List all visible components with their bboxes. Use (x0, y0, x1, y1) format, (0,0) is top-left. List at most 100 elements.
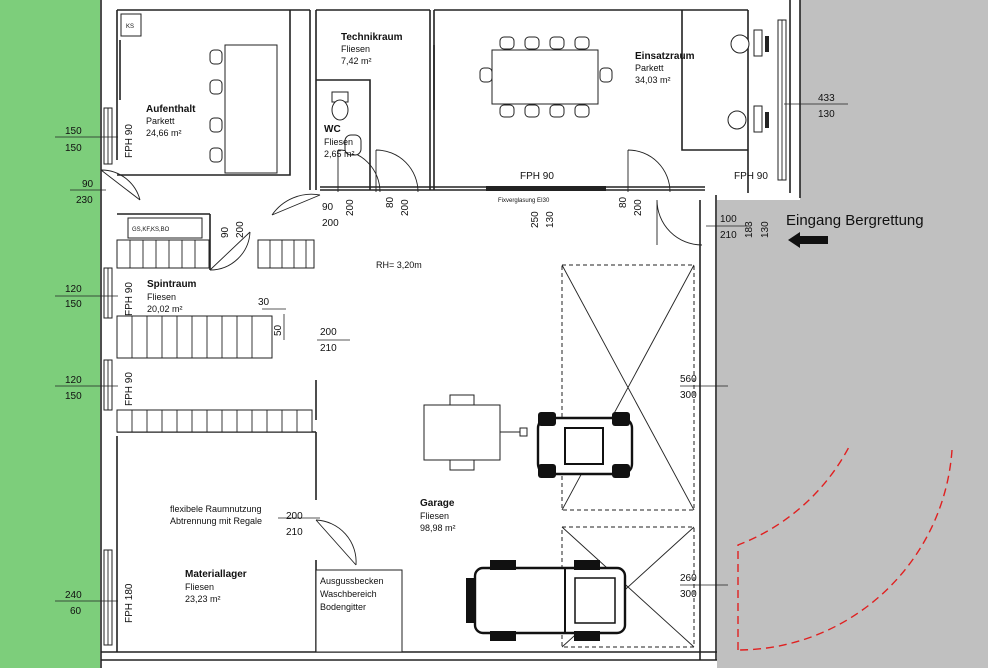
arrow-left-icon (788, 232, 828, 248)
svg-text:Fliesen: Fliesen (185, 582, 214, 592)
wc-fixtures (331, 91, 362, 156)
stair-upper-left (116, 239, 210, 269)
room-label-spintraum: Spintraum Fliesen 20,02 m² (147, 279, 197, 314)
room-label-technikraum: Technikraum Fliesen 7,42 m² (341, 32, 403, 66)
svg-text:7,42 m²: 7,42 m² (341, 56, 372, 66)
svg-text:183: 183 (744, 221, 755, 238)
window-left-4 (103, 549, 113, 646)
svg-text:Materiallager: Materiallager (185, 569, 247, 580)
room-label-wc: WC Fliesen 2,65 m² (324, 124, 355, 159)
flex-use-label-1: flexibele Raumnutzung (170, 504, 262, 514)
einsatzraum-table (479, 36, 613, 118)
fph-label-5: FPH 90 (520, 171, 554, 182)
svg-text:210: 210 (720, 230, 737, 241)
svg-text:90: 90 (82, 179, 94, 190)
svg-text:150: 150 (65, 126, 82, 137)
svg-text:Einsatzraum: Einsatzraum (635, 51, 695, 62)
ks-box (120, 13, 142, 37)
svg-text:150: 150 (65, 391, 82, 402)
svg-text:80: 80 (385, 196, 396, 208)
fph-label-3: FPH 90 (124, 372, 135, 406)
doors (100, 40, 703, 566)
svg-text:90: 90 (322, 202, 334, 213)
room-label-materiallager: Materiallager Fliesen 23,23 m² (185, 569, 247, 604)
ks-label: KS (126, 24, 134, 30)
fixed-glazing-label: Fixverglasung EI30 (498, 198, 550, 204)
svg-text:Fliesen: Fliesen (147, 292, 176, 302)
svg-text:200: 200 (345, 199, 356, 216)
stair-upper-right (257, 239, 315, 269)
entrance-swing-arc (737, 444, 953, 651)
svg-text:200: 200 (286, 511, 303, 522)
svg-text:WC: WC (324, 124, 341, 135)
svg-text:Fliesen: Fliesen (341, 44, 370, 54)
svg-text:90: 90 (220, 226, 231, 238)
sink-box (315, 569, 403, 653)
locker-box (127, 217, 203, 239)
svg-text:150: 150 (65, 143, 82, 154)
svg-text:100: 100 (720, 214, 737, 225)
fixed-glazing (486, 186, 606, 191)
room-label-einsatzraum: Einsatzraum Parkett 34,03 m² (635, 51, 695, 85)
svg-text:34,03 m²: 34,03 m² (635, 75, 671, 85)
door-dims-vertical: 90 200 200 80 200 250 130 80 200 183 130… (220, 196, 771, 336)
svg-text:130: 130 (818, 109, 835, 120)
aufenthalt-table (209, 44, 278, 174)
atv-trailer (423, 394, 528, 471)
svg-text:200: 200 (633, 199, 644, 216)
svg-text:230: 230 (76, 195, 93, 206)
svg-text:300: 300 (680, 589, 697, 600)
exterior-paving-lower (716, 185, 800, 668)
exterior-paving (800, 0, 988, 668)
svg-text:120: 120 (65, 284, 82, 295)
svg-text:Fliesen: Fliesen (420, 511, 449, 521)
garden-area (0, 0, 100, 668)
stair-middle (116, 315, 273, 359)
svg-text:130: 130 (545, 211, 556, 228)
svg-text:2,65 m²: 2,65 m² (324, 149, 355, 159)
svg-text:Aufenthalt: Aufenthalt (146, 104, 196, 115)
svg-text:Technikraum: Technikraum (341, 32, 403, 43)
svg-text:560: 560 (680, 374, 697, 385)
svg-text:23,23 m²: 23,23 m² (185, 594, 221, 604)
svg-text:200: 200 (400, 199, 411, 216)
svg-text:Garage: Garage (420, 498, 455, 509)
window-left-1 (103, 107, 113, 165)
svg-text:50: 50 (273, 324, 284, 336)
svg-text:200: 200 (235, 221, 246, 238)
desk-chairs (727, 29, 769, 133)
svg-text:433: 433 (818, 93, 835, 104)
svg-text:80: 80 (618, 196, 629, 208)
svg-text:20,02 m²: 20,02 m² (147, 304, 183, 314)
dimension-lines (55, 103, 848, 602)
atv-vehicle (536, 412, 634, 478)
svg-text:30: 30 (258, 297, 270, 308)
window-left-3 (103, 359, 113, 411)
svg-text:300: 300 (680, 390, 697, 401)
svg-text:260: 260 (680, 573, 697, 584)
entrance-label: Eingang Bergrettung (786, 212, 924, 229)
svg-text:150: 150 (65, 299, 82, 310)
svg-text:250: 250 (530, 211, 541, 228)
room-height-label: RH= 3,20m (376, 260, 422, 270)
svg-text:200: 200 (322, 218, 339, 229)
room-label-garage: Garage Fliesen 98,98 m² (420, 498, 456, 533)
fph-label-2: FPH 90 (124, 282, 135, 316)
svg-text:210: 210 (286, 527, 303, 538)
svg-text:24,66 m²: 24,66 m² (146, 128, 182, 138)
outer-walls (100, 0, 801, 668)
svg-text:Fliesen: Fliesen (324, 137, 353, 147)
svg-text:98,98 m²: 98,98 m² (420, 523, 456, 533)
svg-text:Parkett: Parkett (635, 63, 664, 73)
fph-label-1: FPH 90 (124, 124, 135, 158)
svg-text:60: 60 (70, 606, 82, 617)
svg-text:120: 120 (65, 375, 82, 386)
fph-label-4: FPH 180 (124, 583, 135, 623)
sink-label-2: Waschbereich (320, 589, 377, 599)
svg-text:200: 200 (320, 327, 337, 338)
svg-text:130: 130 (760, 221, 771, 238)
flex-use-label-2: Abtrennung mit Regale (170, 516, 262, 526)
fph-label-6: FPH 90 (734, 171, 768, 182)
sink-label-3: Bodengitter (320, 602, 366, 612)
